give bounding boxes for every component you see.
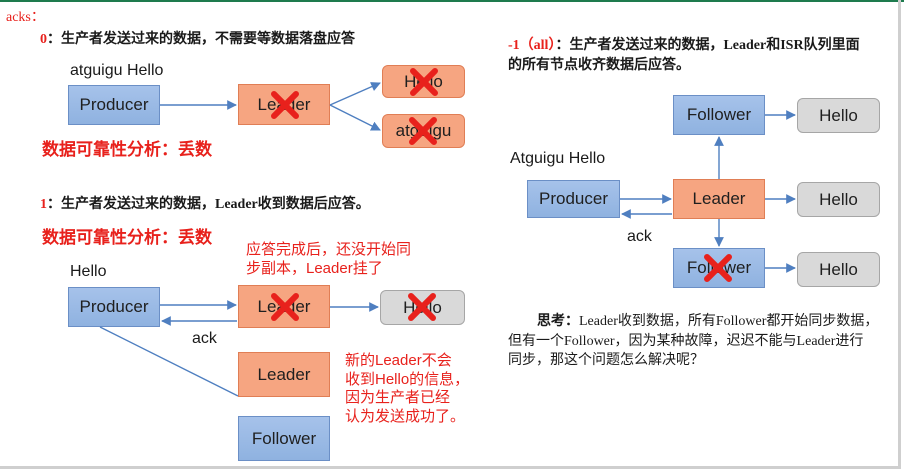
mode1-new-leader-label: Leader: [257, 364, 311, 384]
mode-all-hello-bottom-box: Hello: [797, 252, 880, 287]
mode1-follower-box: Follower: [238, 416, 330, 461]
mode0-leader-box: Leader: [238, 84, 330, 125]
mode0-hello-label: Hello: [404, 71, 443, 91]
mode0-level: 0: [40, 32, 47, 47]
mode-all-hello-top-box: Hello: [797, 98, 880, 133]
mode-all-level: -1（all）: [508, 38, 556, 53]
mode1-failure-note-line: 应答完成后，还没开始同: [246, 241, 412, 258]
think-line: 思考：Leader收到数据，所有Follower都开始同步数据，: [508, 312, 878, 332]
mode1-heading: 1：生产者发送过来的数据，Leader收到数据后应答。: [40, 195, 370, 215]
mode0-leader-to-atguigu-arrow: [329, 104, 381, 131]
mode1-level: 1: [40, 197, 47, 212]
mode0-message-label: atguigu Hello: [70, 62, 164, 79]
mode-all-producer-label: Producer: [539, 189, 608, 208]
mode1-message-label: Hello: [70, 263, 107, 280]
mode1-failure-note-line: 步副本，Leader挂了: [246, 259, 383, 277]
mode0-description: ：生产者发送过来的数据，不需要等数据落盘应答: [47, 32, 355, 47]
top-accent-bar: [0, 0, 904, 2]
think-line: 但有一个Follower，因为某种故障，迟迟不能与Leader进行: [508, 333, 864, 349]
mode1-follower-label: Follower: [251, 428, 317, 448]
think-line-text: Leader收到数据，所有Follower都开始同步数据，: [579, 314, 879, 329]
mode-all-leader-box: Leader: [673, 179, 765, 219]
mode0-leader-label: Leader: [257, 94, 311, 114]
mode-all-heading: -1（all）：生产者发送过来的数据，Leader和ISR队列里面 的所有节点收…: [508, 36, 860, 76]
acks-title: acks：: [6, 10, 45, 25]
mode0-producer-box: Producer: [68, 85, 160, 125]
mode0-atguigu-box: atguigu: [382, 114, 465, 148]
mode1-description: ：生产者发送过来的数据，Leader收到数据后应答。: [47, 197, 370, 212]
mode1-new-leader-note: 新的Leader不会 收到Hello的信息， 因为生产者已经 认为发送成功了。: [345, 352, 469, 426]
mode1-new-leader-box: Leader: [238, 352, 330, 397]
mode-all-hello-bottom-label: Hello: [819, 259, 858, 279]
mode1-new-leader-note-line: 收到Hello的信息，: [345, 370, 470, 388]
think-paragraph: 思考：Leader收到数据，所有Follower都开始同步数据， 但有一个Fol…: [508, 312, 878, 371]
mode0-analysis: 数据可靠性分析：丢数: [42, 140, 212, 159]
mode-all-hello-leader-box: Hello: [797, 182, 880, 217]
mode1-ack-label: ack: [192, 330, 217, 347]
mode1-producer-box: Producer: [68, 287, 160, 327]
think-line: 同步，那这个问题怎么解决呢？: [508, 353, 704, 368]
mode-all-follower-bottom-box: Follower: [673, 248, 765, 288]
mode1-leader-box: Leader: [238, 285, 330, 328]
mode-all-hello-top-label: Hello: [819, 105, 858, 125]
mode1-leader-label: Leader: [257, 296, 311, 316]
mode-all-follower-bottom-label: Follower: [686, 258, 752, 277]
mode-all-leader-label: Leader: [692, 189, 746, 208]
mode-all-description-line: ：生产者发送过来的数据，Leader和ISR队列里面: [555, 38, 860, 53]
mode0-hello-box: Hello: [382, 65, 465, 98]
mode0-heading: 0：生产者发送过来的数据，不需要等数据落盘应答: [40, 30, 355, 50]
mode0-producer-label: Producer: [79, 95, 149, 114]
mode1-producer-to-new-leader-line: [99, 326, 239, 397]
mode1-new-leader-note-line: 新的Leader不会: [345, 352, 452, 369]
mode1-hello-box: Hello: [380, 290, 465, 325]
mode-all-heading-line: -1（all）：生产者发送过来的数据，Leader和ISR队列里面: [508, 36, 860, 56]
mode-all-hello-leader-label: Hello: [819, 189, 858, 209]
mode1-failure-note: 应答完成后，还没开始同 步副本，Leader挂了: [246, 241, 411, 278]
mode1-new-leader-note-line: 认为发送成功了。: [345, 407, 466, 425]
think-label: 思考：: [537, 314, 579, 329]
mode-all-producer-box: Producer: [527, 180, 620, 218]
mode-all-follower-top-box: Follower: [673, 95, 765, 135]
mode-all-description-line: 的所有节点收齐数据后应答。: [508, 58, 690, 73]
mode1-hello-label: Hello: [403, 297, 442, 317]
mode1-producer-label: Producer: [79, 297, 149, 316]
mode-all-ack-label: ack: [627, 228, 652, 245]
mode-all-message-label: Atguigu Hello: [510, 150, 606, 167]
mode0-leader-to-hello-arrow: [329, 82, 381, 106]
mode1-analysis: 数据可靠性分析：丢数: [42, 228, 212, 247]
mode1-new-leader-note-line: 因为生产者已经: [345, 389, 451, 406]
mode-all-follower-top-label: Follower: [686, 105, 752, 124]
mode0-atguigu-label: atguigu: [395, 121, 452, 140]
